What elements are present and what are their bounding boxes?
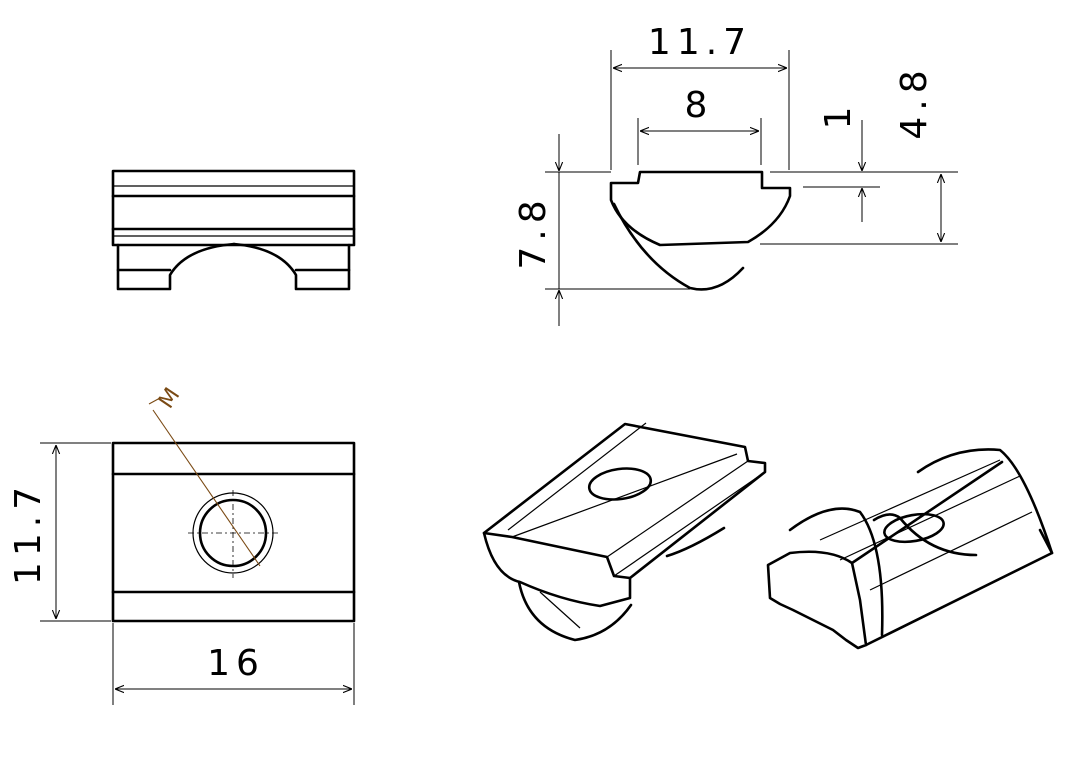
front-view — [111, 169, 356, 291]
dim-lip-height: 1 — [818, 101, 859, 130]
dim-inner-width: 8 — [685, 85, 714, 126]
plan-view: M 11.7 16 — [8, 384, 356, 705]
isometric-view-top — [482, 422, 767, 642]
dim-upper-height: 4.8 — [894, 64, 935, 139]
thread-label: M — [154, 384, 185, 414]
side-profile-view: 11.7 8 1 4.8 7.8 — [513, 22, 958, 326]
dim-top-width: 11.7 — [648, 22, 752, 63]
dim-plan-height: 11.7 — [8, 481, 49, 585]
isometric-view-bottom — [766, 448, 1054, 650]
dim-total-height: 7.8 — [513, 194, 554, 269]
dim-plan-width: 16 — [207, 643, 265, 684]
